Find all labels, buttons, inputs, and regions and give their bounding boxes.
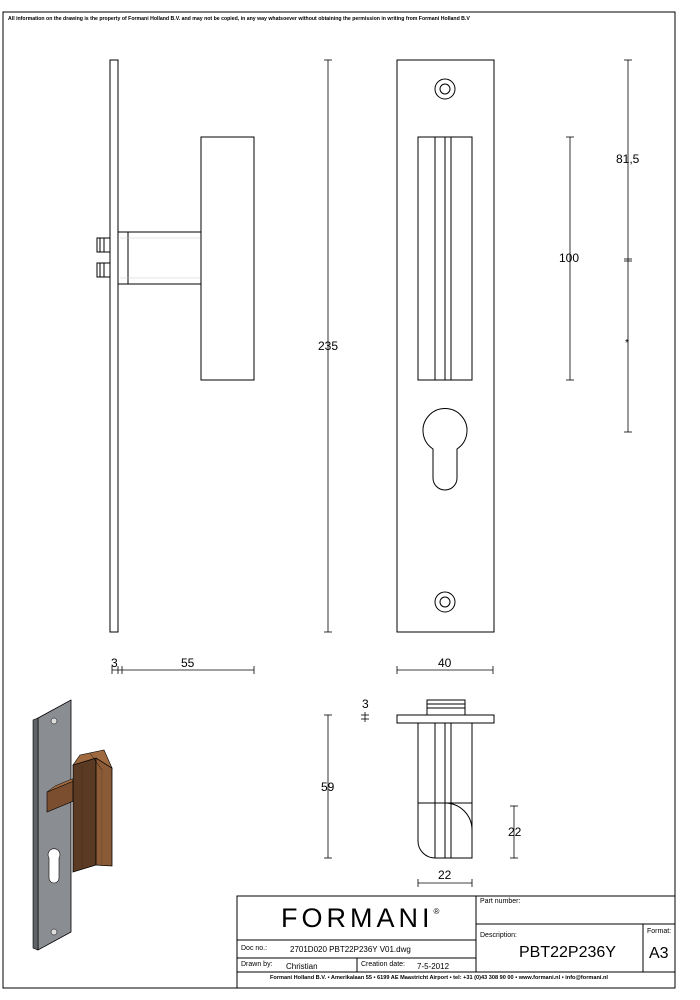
height-dimension-line [324,59,332,633]
dimension-overall-height: 235 [318,339,339,353]
side-view-grip [200,136,255,381]
product-isometric-render [32,699,113,951]
dimension-top-offset: 81,5 [616,152,640,166]
top-width-dimension-line [417,879,473,887]
doc-no-value: 2701D020 PBT22P236Y V01.dwg [290,945,411,954]
creation-date-label: Creation date: [361,961,405,968]
key-cylinder-hole [422,408,468,491]
top-screw-hole-outer [434,78,456,100]
description-label: Description: [480,932,517,939]
dimension-top-width: 22 [438,868,452,882]
drawn-by-label: Drawn by: [241,961,273,968]
width-dimension-line [396,666,494,674]
doc-no-label: Doc no.: [241,945,268,952]
logo-registered-mark: ® [433,907,440,916]
top-screw-hole-inner [439,83,451,95]
format-label: Format: [647,928,672,935]
top-view [396,699,495,859]
iso-grip-side [72,757,97,873]
logo-text: FORMANI [281,903,434,933]
part-number-label: Part number: [480,898,521,905]
creation-date-value: 7-5-2012 [417,962,450,971]
iso-plate [37,699,72,951]
side-view-spindle [117,231,202,285]
dimension-top-thickness: 3 [362,697,369,711]
dimension-plate-width: 40 [438,656,452,670]
top-thickness-dimension-line [361,712,369,722]
logo: FORMANI® [281,903,439,934]
side-view-plate [109,59,119,633]
bottom-screw-hole-inner [439,596,451,608]
front-view [396,59,495,633]
title-block [236,895,676,989]
dimension-top-height: 22 [508,825,522,839]
drawn-by-value: Christian [286,962,318,971]
side-dimension-lines [111,666,255,674]
company-footer: Formani Holland B.V. • Amerikalaan 55 • … [270,975,608,981]
disclaimer-text: All information on the drawing is the pr… [8,16,470,22]
iso-key-hole [47,848,61,884]
top-depth-dimension-line [324,714,332,859]
description-value: PBT22P236Y [519,944,616,961]
dimension-center-mark: * [625,338,629,349]
dimension-grip-length: 100 [559,251,580,265]
dimension-top-depth: 59 [321,780,335,794]
grip-length-dimension-line [566,136,574,381]
offset-dimension-line [624,59,632,433]
top-view-plate [396,714,495,724]
dimension-side-depth: 55 [181,656,195,670]
top-height-dimension-line [510,805,518,859]
iso-grip-front [95,757,113,867]
bottom-screw-hole-outer [434,591,456,613]
dimension-plate-thickness: 3 [111,656,118,670]
iso-grip-top [72,749,113,769]
format-value: A3 [649,945,669,962]
side-view [96,59,255,633]
